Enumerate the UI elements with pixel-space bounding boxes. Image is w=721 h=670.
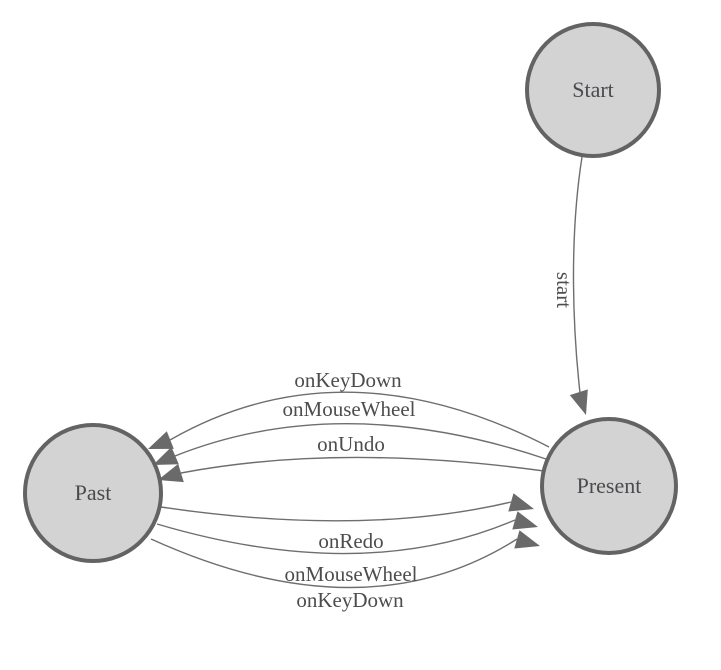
edge-present-to-past-onkeydown: [169, 391, 550, 448]
edge-label-start: start: [552, 272, 576, 308]
edge-label-onkeydown-bottom: onKeyDown: [296, 588, 404, 612]
edge-present-to-past-onundo: [180, 456, 545, 474]
node-label-start: Start: [572, 77, 614, 102]
arrowhead-icon-start-edge: [569, 389, 588, 415]
node-label-present: Present: [577, 473, 642, 498]
edge-start-to-present: [572, 156, 583, 394]
arrowhead-icon-onredo-to-present: [508, 493, 534, 512]
state-node-start[interactable]: [525, 22, 661, 158]
edge-past-to-present-onkeydown: [150, 538, 518, 589]
state-node-past[interactable]: [23, 423, 163, 563]
edge-label-onkeydown-top: onKeyDown: [294, 368, 402, 392]
edge-label-onredo: onRedo: [318, 529, 383, 553]
edge-label-onmousewheel-bottom: onMouseWheel: [285, 562, 418, 586]
arrowhead-icon-onundo-to-past: [158, 463, 184, 483]
node-label-past: Past: [75, 480, 112, 505]
arrowhead-icon-onkeydown-to-present: [514, 530, 540, 549]
edge-past-to-present-onredo: [160, 501, 512, 522]
arrowhead-icon-onkeydown-to-past: [148, 431, 174, 449]
arrowhead-icon-onmousewheel-to-past: [153, 446, 179, 465]
state-node-present[interactable]: [540, 417, 678, 555]
arrowhead-icon-onmousewheel-to-present: [512, 511, 538, 530]
edge-label-onmousewheel-top: onMouseWheel: [283, 397, 416, 421]
edge-label-onundo: onUndo: [317, 432, 385, 456]
edge-past-to-present-onmousewheel: [156, 519, 516, 555]
edge-present-to-past-onmousewheel: [174, 423, 547, 460]
